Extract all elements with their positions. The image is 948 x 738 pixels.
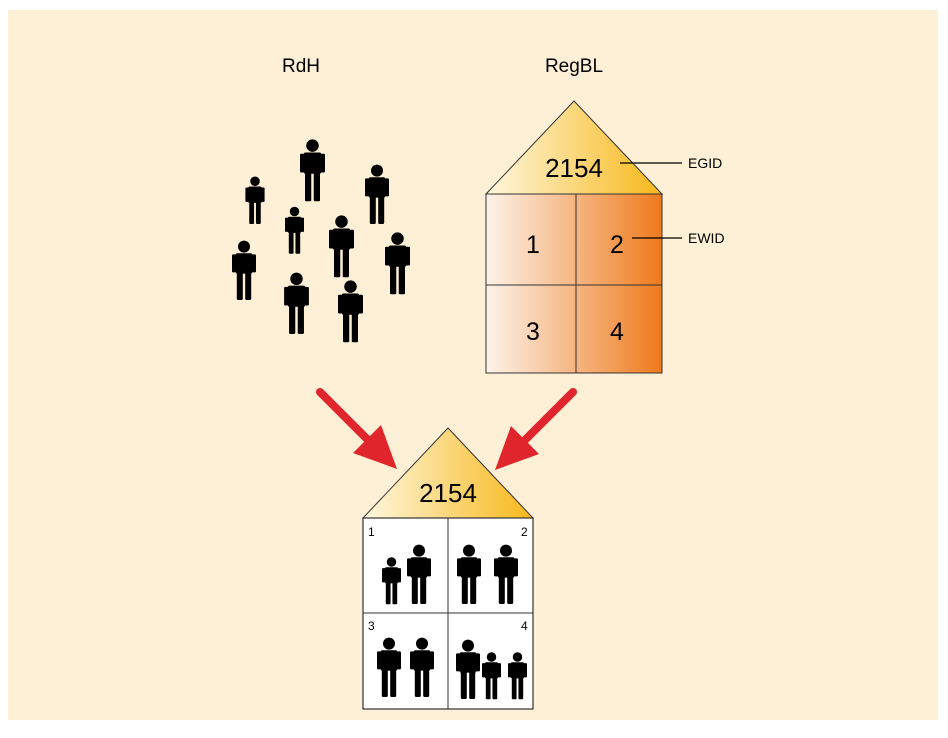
merge-arrows — [316, 388, 577, 470]
egid-label: EGID — [688, 155, 722, 171]
merged-dwelling-number: 2 — [521, 525, 528, 539]
regbl-dwelling-number: 4 — [610, 318, 624, 346]
merged-building-number: 2154 — [419, 478, 477, 508]
merged-building: 2154 1 2 3 4 — [361, 427, 535, 710]
regbl-body — [485, 193, 663, 374]
regbl-title: RegBL — [545, 56, 603, 77]
red-arrow-icon — [495, 388, 577, 470]
regbl-building-number: 2154 — [545, 153, 603, 183]
regbl-dwelling-number: 1 — [526, 231, 540, 259]
ewid-label: EWID — [688, 230, 725, 246]
merged-dwelling-number: 4 — [521, 619, 528, 633]
red-arrow-icon — [316, 388, 397, 469]
merged-dwelling-number: 1 — [368, 525, 375, 539]
regbl-building: 2154 1 2 3 4 — [484, 100, 664, 374]
rdh-title: RdH — [282, 56, 320, 77]
regbl-dwelling-number: 3 — [526, 318, 540, 346]
regbl-dwelling-number: 2 — [610, 231, 624, 259]
merged-dwelling-number: 3 — [368, 619, 375, 633]
